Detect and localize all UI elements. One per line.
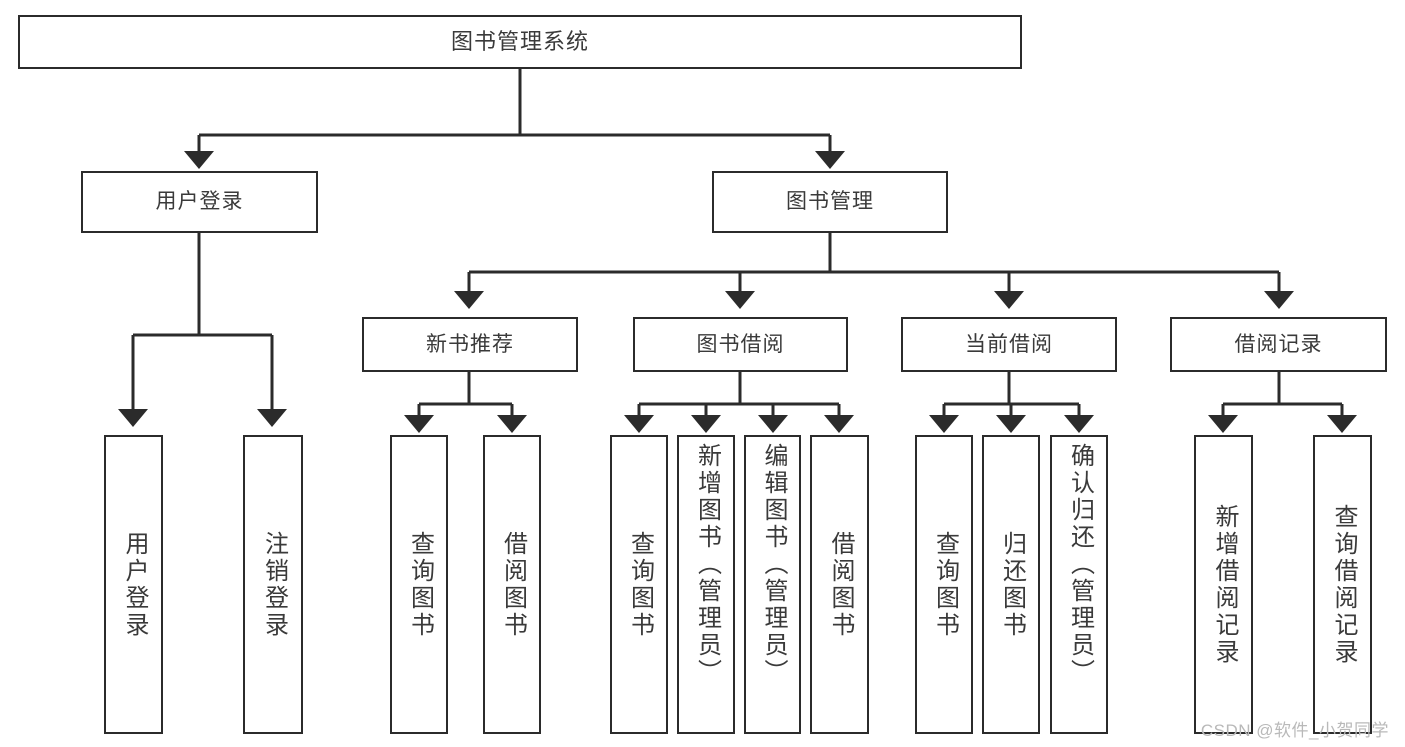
leaf-currentborrow-confirm-return-admin[interactable]: 确认归还（管理员） xyxy=(1050,435,1108,734)
leaf-borrowrecord-query-record[interactable]: 查询借阅记录 xyxy=(1313,435,1372,734)
node-label: 查询图书 xyxy=(931,530,959,639)
node-new-book-recommend[interactable]: 新书推荐 xyxy=(362,317,578,372)
node-user-login-module[interactable]: 用户登录 xyxy=(81,171,318,233)
node-root-system[interactable]: 图书管理系统 xyxy=(18,15,1022,69)
node-label: 用户登录 xyxy=(155,190,244,214)
node-label: 新书推荐 xyxy=(426,332,514,356)
node-label: 借阅记录 xyxy=(1234,332,1323,356)
node-label: 借阅图书 xyxy=(499,530,527,639)
leaf-bookborrow-edit-book-admin[interactable]: 编辑图书（管理员） xyxy=(744,435,801,734)
leaf-borrowrecord-add-record[interactable]: 新增借阅记录 xyxy=(1194,435,1253,734)
node-book-borrow[interactable]: 图书借阅 xyxy=(633,317,848,372)
node-book-management-module[interactable]: 图书管理 xyxy=(712,171,948,233)
node-label: 查询借阅记录 xyxy=(1329,503,1357,666)
node-label: 借阅图书 xyxy=(826,530,854,639)
node-label: 新增图书（管理员） xyxy=(693,443,721,686)
node-label: 用户登录 xyxy=(120,530,148,639)
node-label: 查询图书 xyxy=(626,530,654,639)
node-borrow-record[interactable]: 借阅记录 xyxy=(1170,317,1387,372)
leaf-currentborrow-query-book[interactable]: 查询图书 xyxy=(915,435,973,734)
leaf-user-login[interactable]: 用户登录 xyxy=(104,435,163,734)
leaf-newbook-query-book[interactable]: 查询图书 xyxy=(390,435,448,734)
node-label: 当前借阅 xyxy=(965,332,1053,356)
node-current-borrow[interactable]: 当前借阅 xyxy=(901,317,1117,372)
watermark-text: CSDN @软件_小贺同学 xyxy=(1200,721,1389,740)
node-label: 图书管理系统 xyxy=(450,28,589,54)
node-label: 编辑图书（管理员） xyxy=(759,443,787,686)
leaf-bookborrow-borrow-book[interactable]: 借阅图书 xyxy=(810,435,869,734)
leaf-bookborrow-query-book[interactable]: 查询图书 xyxy=(610,435,668,734)
node-label: 归还图书 xyxy=(998,530,1026,639)
leaf-logout-login[interactable]: 注销登录 xyxy=(243,435,303,734)
leaf-newbook-borrow-book[interactable]: 借阅图书 xyxy=(483,435,541,734)
node-label: 注销登录 xyxy=(260,530,288,639)
node-label: 查询图书 xyxy=(406,530,434,639)
leaf-bookborrow-add-book-admin[interactable]: 新增图书（管理员） xyxy=(677,435,735,734)
leaf-currentborrow-return-book[interactable]: 归还图书 xyxy=(982,435,1040,734)
node-label: 确认归还（管理员） xyxy=(1066,443,1094,686)
node-label: 新增借阅记录 xyxy=(1210,503,1238,666)
node-label: 图书借阅 xyxy=(696,332,785,356)
node-label: 图书管理 xyxy=(786,190,874,214)
